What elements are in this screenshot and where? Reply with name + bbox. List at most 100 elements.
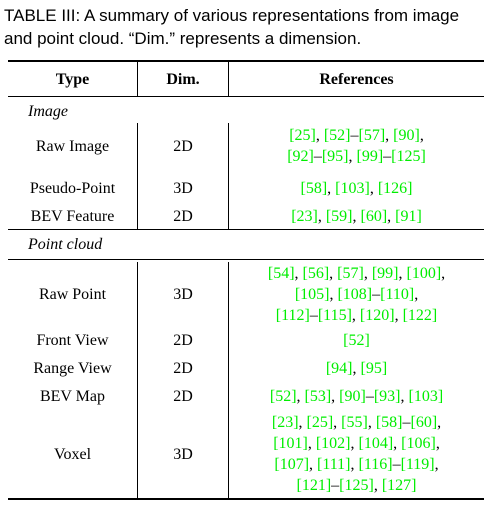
reference-link[interactable]: [108] (337, 285, 373, 303)
reference-separator: , (367, 414, 376, 431)
reference-link[interactable]: [111] (317, 456, 351, 473)
reference-link[interactable]: [103] (408, 387, 444, 405)
reference-link[interactable]: [94] (325, 359, 353, 377)
reference-line: [92]–[95], [99]–[125] (287, 146, 426, 167)
reference-link[interactable]: [105] (294, 285, 330, 303)
reference-link[interactable]: [92] (287, 148, 314, 165)
reference-link[interactable]: [127] (381, 477, 417, 494)
reference-separator: , (398, 264, 407, 282)
reference-line: [121]–[125], [127] (297, 475, 417, 496)
reference-separator: , (385, 127, 394, 144)
table-caption: TABLE III: A summary of various represen… (4, 4, 482, 50)
header-dim: Dim. (166, 70, 200, 88)
row-references: [54], [56], [57], [99], [100],[105], [10… (229, 262, 484, 326)
reference-link[interactable]: [99] (371, 264, 399, 282)
reference-link[interactable]: [59] (325, 207, 353, 225)
row-dim: 3D (173, 179, 193, 197)
reference-separator: , (419, 127, 424, 144)
reference-separator: , (350, 435, 359, 452)
reference-link[interactable]: [53] (304, 387, 332, 405)
reference-link[interactable]: [120] (359, 306, 395, 324)
reference-link[interactable]: [106] (401, 435, 436, 452)
reference-separator: , (348, 148, 357, 165)
reference-link[interactable]: [56] (302, 264, 330, 282)
reference-separator: – (331, 477, 340, 494)
reference-separator: , (327, 179, 336, 197)
header-divider-2 (228, 62, 229, 96)
top-rule (8, 60, 484, 62)
reference-line: [54], [56], [57], [99], [100], (268, 263, 445, 284)
column-divider-1 (137, 123, 138, 229)
reference-link[interactable]: [52] (343, 332, 370, 349)
reference-link[interactable]: [91] (395, 207, 422, 225)
reference-link[interactable]: [107] (274, 456, 310, 473)
row-type: Voxel (53, 445, 92, 463)
reference-link[interactable]: [23] (291, 207, 318, 225)
reference-link[interactable]: [125] (391, 148, 426, 165)
reference-link[interactable]: [103] (335, 179, 370, 197)
reference-link[interactable]: [115] (317, 306, 352, 324)
reference-link[interactable]: [101] (273, 435, 308, 452)
reference-line: [58], [103], [126] (301, 178, 413, 199)
reference-link[interactable]: [57] (337, 264, 364, 282)
column-divider-2 (228, 262, 229, 498)
row-type: Front View (36, 332, 109, 349)
row-dim: 3D (173, 445, 193, 463)
reference-line: [94], [95] (326, 358, 387, 379)
header-rule (8, 96, 484, 97)
header-type: Type (55, 70, 90, 88)
reference-link[interactable]: [100] (406, 264, 442, 282)
row-dim: 2D (173, 207, 193, 225)
section-title-rule (8, 259, 484, 260)
reference-link[interactable]: [54] (267, 264, 295, 282)
reference-link[interactable]: [52] (269, 387, 297, 405)
reference-separator: – (392, 456, 401, 473)
reference-separator: , (352, 359, 361, 377)
reference-separator: , (434, 456, 439, 473)
reference-link[interactable]: [126] (377, 179, 413, 197)
reference-line: [52], [53], [90]–[93], [103] (270, 386, 443, 407)
reference-separator: , (307, 435, 316, 452)
reference-link[interactable]: [112] (275, 306, 310, 324)
reference-link[interactable]: [95] (360, 359, 388, 377)
reference-link[interactable]: [95] (321, 148, 349, 165)
reference-link[interactable]: [93] (373, 387, 401, 405)
reference-separator: , (363, 264, 372, 282)
reference-link[interactable]: [102] (315, 435, 351, 452)
row-references: [23], [25], [55], [58]–[60],[101], [102]… (229, 410, 484, 498)
row-references: [52], [53], [90]–[93], [103] (229, 383, 484, 409)
header-references: References (319, 70, 394, 88)
reference-link[interactable]: [25] (306, 414, 334, 431)
reference-separator: , (400, 387, 409, 405)
reference-link[interactable]: [58] (300, 179, 328, 197)
reference-separator: , (296, 387, 305, 405)
reference-line: [52] (343, 330, 370, 351)
reference-link[interactable]: [99] (356, 148, 384, 165)
reference-link[interactable]: [55] (341, 414, 368, 431)
reference-link[interactable]: [90] (339, 387, 366, 405)
reference-link[interactable]: [25] (289, 127, 316, 144)
reference-link[interactable]: [121] (296, 477, 332, 494)
reference-link[interactable]: [58] (375, 414, 403, 431)
reference-link[interactable]: [60] (410, 414, 438, 431)
bottom-rule (8, 498, 484, 500)
reference-link[interactable]: [23] (271, 414, 299, 431)
row-type: Raw Point (38, 285, 107, 303)
column-divider-1 (137, 262, 138, 498)
reference-link[interactable]: [125] (339, 477, 374, 494)
reference-separator: , (435, 435, 440, 452)
reference-link[interactable]: [57] (358, 127, 386, 144)
reference-link[interactable]: [116] (358, 456, 393, 473)
row-dim: 2D (173, 387, 193, 405)
reference-link[interactable]: [119] (400, 456, 435, 473)
row-references: [58], [103], [126] (229, 175, 484, 201)
caption-line-2: and point cloud. “Dim.” represents a dim… (4, 29, 362, 48)
reference-link[interactable]: [110] (380, 285, 415, 303)
reference-link[interactable]: [90] (393, 127, 420, 144)
reference-link[interactable]: [52] (323, 127, 351, 144)
section-rule (8, 229, 484, 230)
reference-link[interactable]: [104] (358, 435, 394, 452)
reference-link[interactable]: [60] (360, 207, 388, 225)
reference-link[interactable]: [122] (402, 306, 438, 324)
reference-separator: , (298, 414, 307, 431)
